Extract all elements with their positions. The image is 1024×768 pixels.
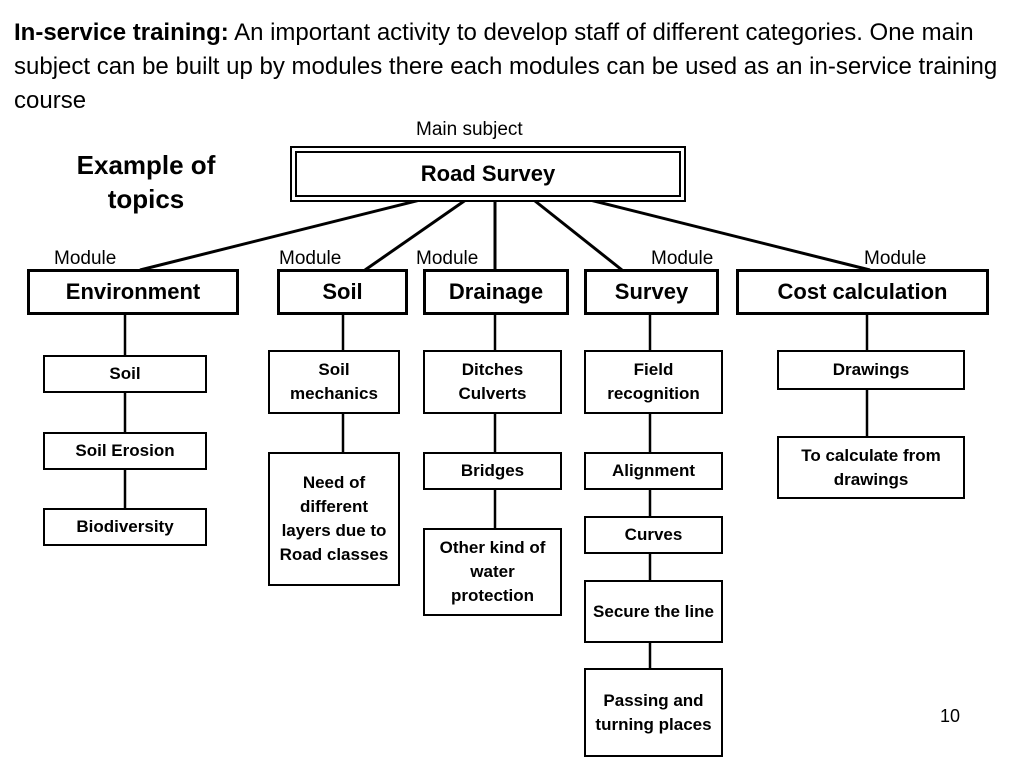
connector-root-environment bbox=[139, 195, 433, 272]
topic-survey-secure-line: Secure the line bbox=[584, 580, 723, 643]
module-label-environment: Module bbox=[54, 248, 117, 269]
module-soil: Soil bbox=[277, 269, 408, 315]
topic-cost-calculate-from-drawings: To calculate from drawings bbox=[777, 436, 965, 499]
topic-drainage-bridges: Bridges bbox=[423, 452, 562, 490]
topic-survey-curves: Curves bbox=[584, 516, 723, 554]
connector-root-survey bbox=[529, 195, 623, 272]
connector-root-soil bbox=[364, 195, 471, 272]
intro-heading: In-service training: bbox=[14, 19, 229, 46]
page-number: 10 bbox=[940, 706, 961, 726]
main-subject-label: Main subject bbox=[416, 119, 523, 140]
main-subject-box: Road Survey bbox=[290, 146, 686, 202]
topic-survey-field-recognition: Field recognition bbox=[584, 350, 723, 414]
main-subject-title: Road Survey bbox=[295, 151, 681, 197]
module-drainage: Drainage bbox=[423, 269, 569, 315]
topic-soil-mechanics: Soil mechanics bbox=[268, 350, 400, 414]
module-label-soil: Module bbox=[279, 248, 342, 269]
topic-drainage-ditches-culverts: Ditches Culverts bbox=[423, 350, 562, 414]
intro-text: An important activity to develop staff o… bbox=[14, 19, 998, 114]
topic-cost-drawings: Drawings bbox=[777, 350, 965, 390]
module-label-cost: Module bbox=[864, 248, 927, 269]
topic-environment-biodiversity: Biodiversity bbox=[43, 508, 207, 546]
module-environment: Environment bbox=[27, 269, 239, 315]
topic-environment-soil-erosion: Soil Erosion bbox=[43, 432, 207, 470]
topic-survey-passing-turning: Passing and turning places bbox=[584, 668, 723, 757]
topic-survey-alignment: Alignment bbox=[584, 452, 723, 490]
module-survey: Survey bbox=[584, 269, 719, 315]
module-cost-calculation: Cost calculation bbox=[736, 269, 989, 315]
topic-environment-soil: Soil bbox=[43, 355, 207, 393]
topic-soil-layers: Need of different layers due to Road cla… bbox=[268, 452, 400, 586]
module-label-drainage: Module bbox=[416, 248, 479, 269]
topic-drainage-other-water-protection: Other kind of water protection bbox=[423, 528, 562, 616]
intro-paragraph: In-service training: An important activi… bbox=[14, 16, 1004, 118]
connector-root-cost bbox=[577, 195, 871, 272]
example-topics-label: Example of topics bbox=[76, 150, 216, 214]
module-label-survey: Module bbox=[651, 248, 714, 269]
